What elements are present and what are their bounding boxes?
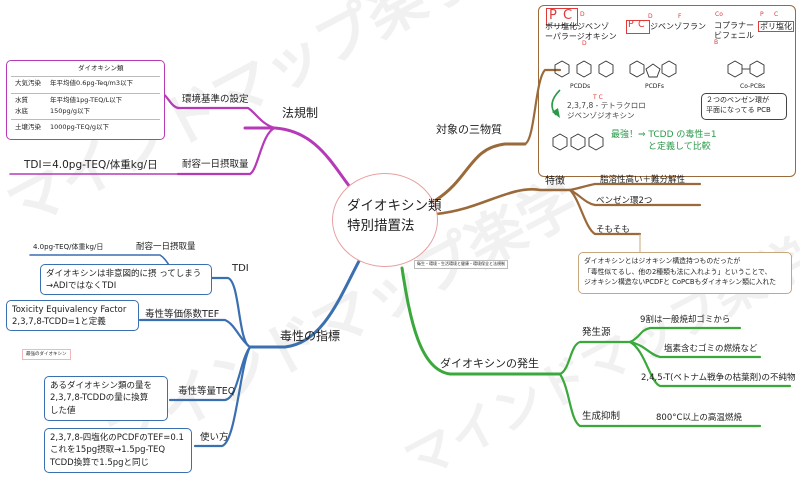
pcdd-name: ポリ塩化ジベンゾ xyxy=(545,22,609,31)
source-chlorine[interactable]: 塩素含むゴミの燃焼など xyxy=(664,344,758,354)
tox-teq-note-line: 2,3,7,8-TCDDの量に換算 xyxy=(50,393,149,404)
features-note-line: ダイオキシンとはジオキシン構造持つものだったが xyxy=(584,257,741,265)
tcdd-name: 2,3,7,8 - テトラクロロ xyxy=(567,101,646,110)
tox-branch-label[interactable]: 毒性の指標 xyxy=(280,329,341,343)
pcdds-label: PCDDs xyxy=(570,83,591,90)
tox-tdi-note-line: ダイオキシンは非意図的に摂 ってしまう xyxy=(46,269,202,279)
law-table-row-key: 土壌汚染 xyxy=(15,123,41,131)
law-table-row-key: 大気汚染 xyxy=(15,79,41,87)
law-table-row-key: 水底 xyxy=(15,107,28,115)
features-branch-label[interactable]: 特徴 xyxy=(545,176,565,187)
tox-tef-note-line: Toxicity Equivalency Factor xyxy=(12,305,127,315)
copcb-letter-co: Co xyxy=(715,11,723,18)
pcdd-letter-p: P xyxy=(549,8,557,23)
pcdf-letter-c: C xyxy=(638,19,645,30)
law-branch-label[interactable]: 法規制 xyxy=(282,106,319,120)
features-note-line: 「毒性似てるし、他の2種類も法に入れよう」ということで、 xyxy=(584,267,772,276)
copcb-name-3: ビフェニル xyxy=(714,31,754,40)
tox-teq-note-line: あるダイオキシン類の量を xyxy=(50,381,153,391)
copcb-letter-b: B xyxy=(714,39,719,46)
pcdfs-label: PCDFs xyxy=(645,83,665,90)
molecule-tcdd xyxy=(552,133,604,151)
feature-originally[interactable]: そもそも xyxy=(596,225,630,235)
center-node[interactable] xyxy=(332,173,438,267)
law-table-row-value: 年平均値0.6pg-Teq/m3以下 xyxy=(50,79,133,87)
tox-usage-label[interactable]: 使い方 xyxy=(200,432,229,443)
copcb-name-2: ポリ塩化 xyxy=(758,21,794,33)
source-incineration[interactable]: 9割は一般焼却ゴミから xyxy=(640,315,731,325)
law-table-header: ダイオキシン類 xyxy=(78,64,124,72)
targets-branch-lines xyxy=(434,68,702,236)
pcdf-letter-f: F xyxy=(678,13,682,20)
center-note: 衛生・環境・生活環境と健康・環境保全と法規制 xyxy=(414,260,508,269)
pc-letters-box xyxy=(546,8,578,26)
features-note: ダイオキシンとはジオキシン構造持つものだったが 「毒性似てるし、他の2種類も法に… xyxy=(578,252,792,294)
occurrence-source-label[interactable]: 発生源 xyxy=(582,327,611,338)
center-title: ダイオキシン類 xyxy=(347,198,442,214)
pcdd-letter-c: C xyxy=(563,8,573,23)
tox-tdi-note: ダイオキシンは非意図的に摂 ってしまう →ADIではなくTDI xyxy=(40,264,212,295)
targets-branch-label[interactable]: 対象の三物質 xyxy=(436,123,502,136)
control-high-temp[interactable]: 800°C以上の高温燃焼 xyxy=(656,413,742,423)
copcb-letter-p: P xyxy=(760,11,764,18)
occurrence-branch-lines xyxy=(400,266,792,428)
law-standard-label[interactable]: 環境基準の設定 xyxy=(182,94,249,105)
law-standard-table: ダイオキシン類 大気汚染 年平均値0.6pg-Teq/m3以下 水質 年平均値1… xyxy=(6,60,165,140)
pcb-note: ２つのベンゼン環が 平面になってる PCB xyxy=(701,93,787,120)
tox-teq-label[interactable]: 毒性等量TEQ xyxy=(178,386,236,397)
feature-lipophilic[interactable]: 脂溶性高い＋難分解性 xyxy=(600,175,686,185)
law-tdi-value: TDI＝4.0pg-TEQ/体重kg/日 xyxy=(24,159,158,171)
molecule-pcdd xyxy=(554,60,614,78)
source-245t[interactable]: 2,4,5-T(ベトナム戦争の枯葉剤)の不純物 xyxy=(641,373,796,383)
pcdd-name-2: ーパラージオキシン xyxy=(545,32,617,41)
law-table-row-key: 水質 xyxy=(15,96,28,104)
tcdd-strongest: 最強！⇒ TCDD の毒性=1 xyxy=(611,130,717,140)
copcb-name: コプラナー xyxy=(714,21,754,30)
tox-usage-note-line: 2,3,7,8-四塩化のPCDFのTEF=0.1 xyxy=(50,433,184,443)
tcdd-name-2: ジベンゾジオキシン xyxy=(567,111,635,120)
tox-tdi-note-line: →ADIではなくTDI xyxy=(46,281,117,292)
pcdd-letter-d2: D xyxy=(582,40,587,47)
features-note-line: ジオキシン構造ないPCDFと CoPCBもダイオキシン類に入れた xyxy=(584,278,777,287)
tox-tef-note-line: 2,3,7,8-TCDD=1と定義 xyxy=(12,317,106,328)
pcb-note-line: 平面になってる PCB xyxy=(706,105,771,114)
center-subtitle: 特別措置法 xyxy=(347,218,415,234)
tox-teq-note-line: した値 xyxy=(50,405,76,416)
tcdd-strongest-2: と定義して比較 xyxy=(648,142,711,152)
tox-tdi-sub[interactable]: 耐容一日摂取量 xyxy=(136,242,196,252)
pcdf-letter-d: D xyxy=(648,13,653,20)
pcb-note-line: ２つのベンゼン環が xyxy=(706,96,769,104)
tox-tef-tag: 最強のダイオキシン xyxy=(22,349,71,361)
pcdf-letters-box xyxy=(626,20,650,34)
tox-tef-label[interactable]: 毒性等価係数TEF xyxy=(145,309,220,320)
molecule-copcb xyxy=(727,60,765,78)
law-tolerable-label[interactable]: 耐容一日摂取量 xyxy=(182,159,249,170)
law-table-row-value: 年平均値1pg-TEQ/L以下 xyxy=(50,96,123,104)
tox-tef-note: Toxicity Equivalency Factor 2,3,7,8-TCDD… xyxy=(6,300,139,331)
law-table-row-value: 1000pg-TEQ/g以下 xyxy=(50,123,110,131)
tox-tdi-value: 4.0pg-TEQ/体重kg/日 xyxy=(33,243,104,251)
law-table-row-value: 150pg/g以下 xyxy=(50,107,90,115)
copcb-letter-c: C xyxy=(774,11,779,18)
pcdd-letter-d: D xyxy=(580,11,585,18)
pcdf-letter-p: P xyxy=(628,19,634,30)
tox-usage-note-line: これを15pg摂取→1.5pg-TEQ xyxy=(50,445,166,456)
pcdf-name: ジベンゾフラン xyxy=(650,22,706,31)
tox-tdi-label[interactable]: TDI xyxy=(232,263,249,274)
tcdd-letters: T C xyxy=(593,94,603,101)
occurrence-control-label[interactable]: 生成抑制 xyxy=(582,411,621,422)
tox-teq-note: あるダイオキシン類の量を 2,3,7,8-TCDDの量に換算 した値 xyxy=(44,376,168,421)
molecule-pcdf xyxy=(629,60,677,78)
copcbs-label: Co-PCBs xyxy=(740,83,766,90)
tox-usage-note: 2,3,7,8-四塩化のPCDFのTEF=0.1 これを15pg摂取→1.5pg… xyxy=(44,428,192,473)
feature-benzene[interactable]: ベンゼン環2つ xyxy=(596,196,653,206)
targets-diagram-box xyxy=(538,5,796,177)
occurrence-branch-label[interactable]: ダイオキシンの発生 xyxy=(440,357,539,370)
tox-usage-note-line: TCDD換算で1.5pgと同じ xyxy=(50,457,150,468)
